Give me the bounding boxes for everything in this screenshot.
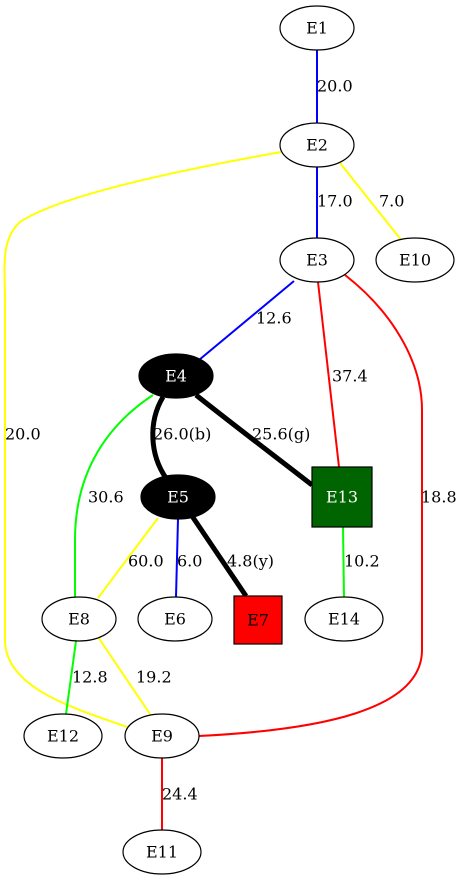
node-e9-label: E9	[151, 727, 173, 746]
node-e11-ellipse	[122, 829, 202, 875]
edge-label-e8-e12: 12.8	[72, 668, 108, 687]
node-e14-ellipse	[304, 596, 384, 642]
edge-e8-e9	[97, 636, 151, 715]
edge-e2-e10	[339, 162, 403, 242]
edge-label-e3-e4: 12.6	[256, 309, 292, 328]
node-e2-ellipse	[279, 122, 355, 168]
node-e4-label: E4	[165, 367, 187, 386]
edge-label-e2-e10: 7.0	[379, 192, 404, 211]
edge-e4-e5	[150, 395, 169, 480]
edge-label-e13-e14: 10.2	[344, 552, 380, 571]
edge-label-e4-e8: 30.6	[88, 488, 124, 507]
node-e1-ellipse	[279, 5, 355, 51]
edge-e5-e8	[97, 517, 159, 599]
node-e13[interactable]: E13	[311, 466, 373, 528]
node-e9-ellipse	[124, 713, 200, 759]
node-e5-label: E5	[167, 488, 189, 507]
edge-label-e1-e2: 20.0	[317, 77, 353, 96]
edges-layer	[3, 50, 423, 830]
edge-label-e4-e13: 25.6(g)	[252, 425, 310, 444]
node-e12-label: E12	[47, 727, 79, 746]
edge-label-e3-e13: 37.4	[332, 367, 368, 386]
edge-e8-e12	[65, 640, 77, 715]
edge-e3-e4	[198, 280, 295, 361]
node-e7-box	[233, 595, 283, 645]
node-e8-ellipse	[41, 596, 117, 642]
node-e10[interactable]: E10	[375, 237, 455, 283]
node-e1[interactable]: E1	[279, 5, 355, 51]
node-e3-label: E3	[306, 251, 328, 270]
edge-e13-e14	[342, 526, 345, 598]
node-e9[interactable]: E9	[124, 713, 200, 759]
edge-label-e2-e9: 20.0	[5, 425, 41, 444]
edge-label-e5-e8: 60.0	[128, 552, 164, 571]
edge-e5-e7	[189, 514, 249, 598]
node-e3-ellipse	[279, 237, 355, 283]
edge-label-e5-e6: 6.0	[177, 552, 202, 571]
node-e8-label: E8	[68, 610, 90, 629]
edge-e3-e9	[198, 274, 423, 737]
node-e5-ellipse	[140, 474, 216, 520]
edge-label-e8-e9: 19.2	[136, 668, 172, 687]
edge-label-e2-e3: 17.0	[317, 192, 353, 211]
node-e6-ellipse	[137, 596, 213, 642]
node-e7[interactable]: E7	[233, 595, 283, 645]
edge-label-e5-e7: 4.8(y)	[227, 552, 274, 571]
node-e4[interactable]: E4	[138, 353, 214, 399]
node-e1-label: E1	[306, 19, 328, 38]
node-e3[interactable]: E3	[279, 237, 355, 283]
node-e11[interactable]: E11	[122, 829, 202, 875]
node-e2-label: E2	[306, 136, 328, 155]
edge-e5-e6	[175, 518, 179, 598]
edge-label-e9-e11: 24.4	[162, 785, 198, 804]
node-e12-ellipse	[23, 713, 103, 759]
node-e13-box	[311, 466, 373, 528]
node-e5[interactable]: E5	[140, 474, 216, 520]
edge-e4-e13	[194, 393, 314, 487]
edge-e3-e13	[317, 281, 340, 468]
edge-labels-layer: 20.0 17.0 7.0 20.0 12.6 37.4 18.8 26.0(b) 25.6(g…	[5, 77, 457, 804]
node-e13-label: E13	[326, 488, 358, 507]
node-e12[interactable]: E12	[23, 713, 103, 759]
edge-label-e4-e5: 26.0(b)	[153, 425, 211, 444]
edge-label-e3-e9: 18.8	[421, 488, 457, 507]
node-e10-label: E10	[399, 251, 431, 270]
node-e14-label: E14	[328, 610, 360, 629]
node-e14[interactable]: E14	[304, 596, 384, 642]
node-e6[interactable]: E6	[137, 596, 213, 642]
node-e6-label: E6	[164, 610, 186, 629]
edge-e2-e9	[3, 151, 282, 729]
node-e2[interactable]: E2	[279, 122, 355, 168]
node-e11-label: E11	[146, 843, 178, 862]
node-e7-label: E7	[247, 611, 269, 630]
node-e8[interactable]: E8	[41, 596, 117, 642]
node-e10-ellipse	[375, 237, 455, 283]
edge-e4-e8	[74, 394, 154, 597]
node-e4-ellipse	[138, 353, 214, 399]
